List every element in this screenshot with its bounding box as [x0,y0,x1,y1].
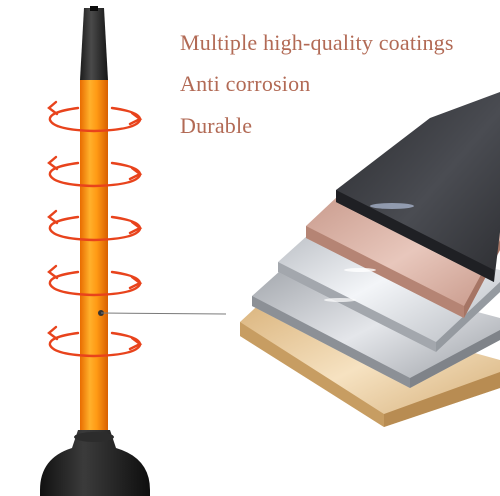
coating-layers [240,92,500,427]
rotation-arrows [47,100,143,358]
tip-slot [90,6,98,11]
circular-arrow-icon [47,100,143,133]
screwdriver-shaft [80,80,108,430]
screwdriver-handle [40,430,150,496]
screwdriver [40,6,150,496]
plate-gray [252,262,500,388]
handle-ring [74,432,114,442]
feature-coatings: Multiple high-quality coatings [180,30,454,55]
circular-arrow-icon [47,209,143,242]
glint [324,298,356,302]
circular-arrow-icon [47,155,143,188]
glint [370,203,414,209]
feature-anti-corrosion: Anti corrosion [180,71,311,96]
plate-black [336,92,500,282]
callout-line [98,310,227,316]
glint [344,268,376,272]
screwdriver-tip [80,8,108,80]
circular-arrow-icon [47,325,143,358]
circular-arrow-icon [47,264,143,297]
feature-durable: Durable [180,113,253,138]
